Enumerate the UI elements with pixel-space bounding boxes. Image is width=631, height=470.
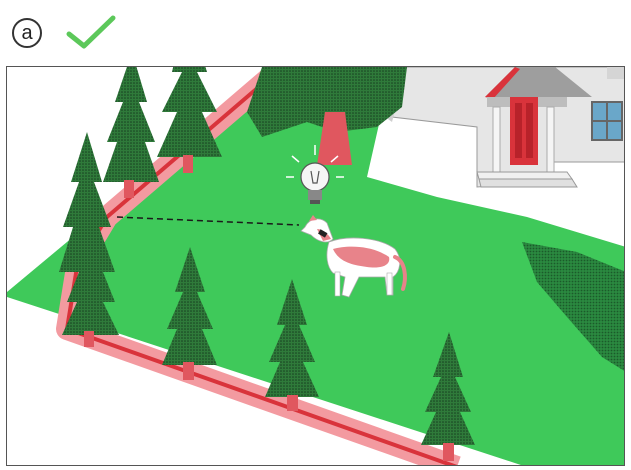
- yard-scene: [6, 66, 625, 466]
- house: [372, 67, 625, 187]
- panel-label-circle: a: [12, 18, 42, 48]
- check-mark-icon: [66, 14, 116, 50]
- yard-illustration: [7, 67, 625, 466]
- panel-label-text: a: [21, 23, 32, 43]
- pine-tree: [103, 67, 159, 198]
